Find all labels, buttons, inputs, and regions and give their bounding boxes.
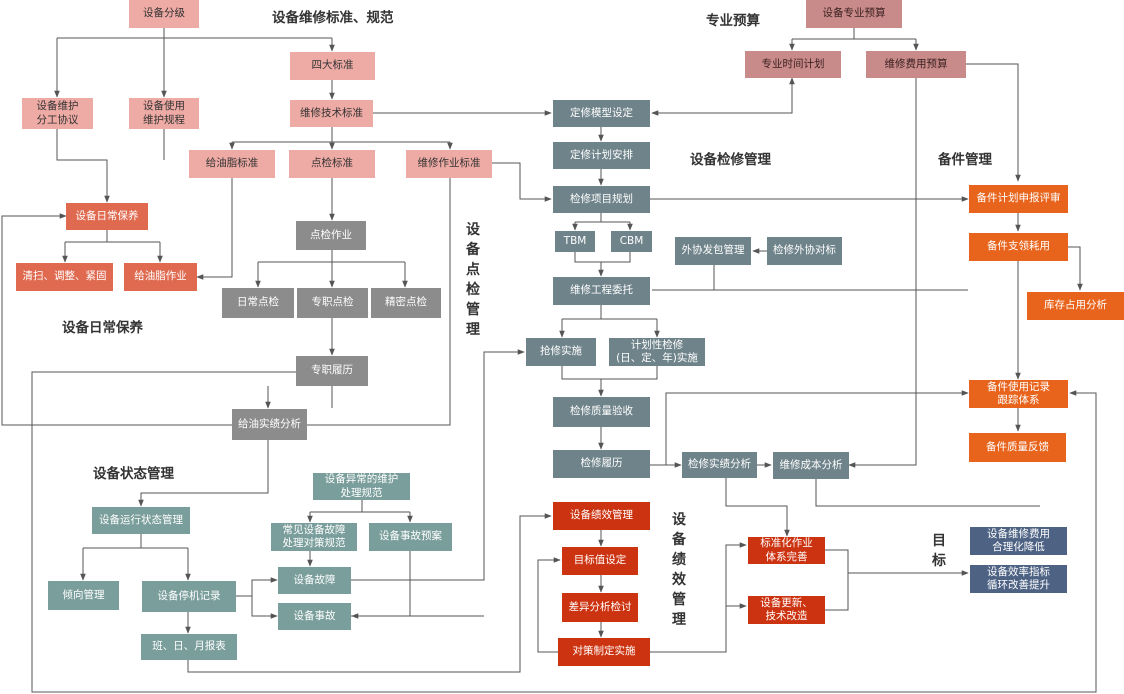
box-gap-analysis: 差异分析检讨 [562, 593, 638, 622]
box-emergency: 抢修实施 [526, 338, 596, 366]
box-run-status: 设备运行状态管理 [92, 507, 190, 534]
box-grease-standard: 给油脂标准 [189, 150, 275, 178]
box-repair-analysis: 检修实绩分析 [682, 452, 757, 478]
box-time-plan: 专业时间计划 [745, 51, 841, 78]
box-maint-agreement: 设备维护 分工协议 [22, 98, 93, 129]
box-cbm: CBM [611, 231, 652, 252]
title-daily: 设备日常保养 [62, 320, 143, 336]
box-daily-maint: 设备日常保养 [66, 203, 148, 230]
box-quality-accept: 检修质量验收 [553, 397, 650, 427]
title-performance: 设备绩效管理 [672, 512, 686, 628]
box-prof-insp: 专职点检 [297, 288, 368, 318]
box-model-setting: 定修模型设定 [553, 100, 650, 127]
box-report: 班、日、月报表 [141, 634, 237, 660]
box-downtime: 设备停机记录 [142, 581, 236, 612]
box-insp-work: 点检作业 [296, 221, 366, 250]
box-cost-budget: 维修费用预算 [866, 51, 966, 78]
box-standard-work: 标准化作业 体系完善 [748, 537, 825, 564]
box-grease-work: 给油脂作业 [124, 263, 197, 291]
box-outsource-bid: 检修外协对标 [767, 237, 842, 265]
title-standards: 设备维修标准、规范 [272, 10, 394, 26]
box-fault: 设备故障 [278, 567, 351, 594]
title-repair: 设备检修管理 [690, 152, 771, 168]
box-daily-insp: 日常点检 [222, 288, 294, 318]
box-accident-plan: 设备事故预案 [369, 523, 452, 551]
box-insp-standard: 点检标准 [289, 150, 375, 178]
box-prof-record: 专职履历 [296, 356, 368, 386]
box-classify: 设备分级 [129, 0, 199, 28]
box-work-standard: 维修作业标准 [406, 150, 492, 178]
box-quality-feedback: 备件质量反馈 [969, 433, 1066, 462]
box-plan-schedule: 定修计划安排 [553, 142, 650, 169]
box-use-rules: 设备使用 维护规程 [129, 98, 199, 129]
box-update: 设备更新、 技术改造 [748, 596, 825, 624]
box-fault-countermeasure: 常见设备故障 处理对策规范 [271, 523, 357, 551]
box-precise-insp: 精密点检 [371, 288, 441, 318]
box-goal-cost: 设备维修费用 合理化降低 [970, 527, 1067, 555]
box-countermeasure: 对策制定实施 [558, 638, 650, 666]
box-accident: 设备事故 [278, 603, 351, 630]
title-spares: 备件管理 [938, 152, 992, 168]
box-spare-use: 备件支领耗用 [969, 233, 1068, 261]
box-commission: 维修工程委托 [553, 277, 650, 305]
box-goal-efficiency: 设备效率指标 循环改善提升 [970, 565, 1067, 593]
box-tech-standard: 维修技术标准 [290, 100, 373, 127]
box-target-set: 目标值设定 [562, 547, 638, 575]
box-spare-plan: 备件计划申报评审 [969, 185, 1068, 213]
box-inventory: 库存占用分析 [1027, 292, 1124, 320]
box-planned: 计划性检修 (日、定、年)实施 [609, 338, 705, 366]
box-repair-record: 检修履历 [553, 450, 650, 478]
box-usage-track: 备件使用记录 跟踪体系 [969, 380, 1068, 408]
title-status: 设备状态管理 [93, 466, 174, 482]
box-grease-analysis: 给油实绩分析 [232, 409, 307, 440]
box-item-plan: 检修项目规划 [553, 186, 650, 213]
box-tendency: 倾向管理 [48, 581, 119, 610]
title-budget: 专业预算 [706, 13, 760, 29]
title-inspection: 设备点检管理 [466, 222, 480, 338]
box-outsource: 外协发包管理 [675, 237, 751, 265]
box-four-standards: 四大标准 [290, 52, 375, 80]
box-prof-budget: 设备专业预算 [806, 0, 902, 28]
title-goal: 目标 [932, 533, 946, 569]
box-abnormal-spec: 设备异常的维护 处理规范 [313, 473, 410, 500]
box-clean: 清扫、调整、紧固 [16, 263, 113, 291]
box-tbm: TBM [555, 231, 595, 252]
box-cost-analysis: 维修成本分析 [773, 452, 849, 479]
box-perf-mgmt: 设备绩效管理 [553, 502, 650, 530]
